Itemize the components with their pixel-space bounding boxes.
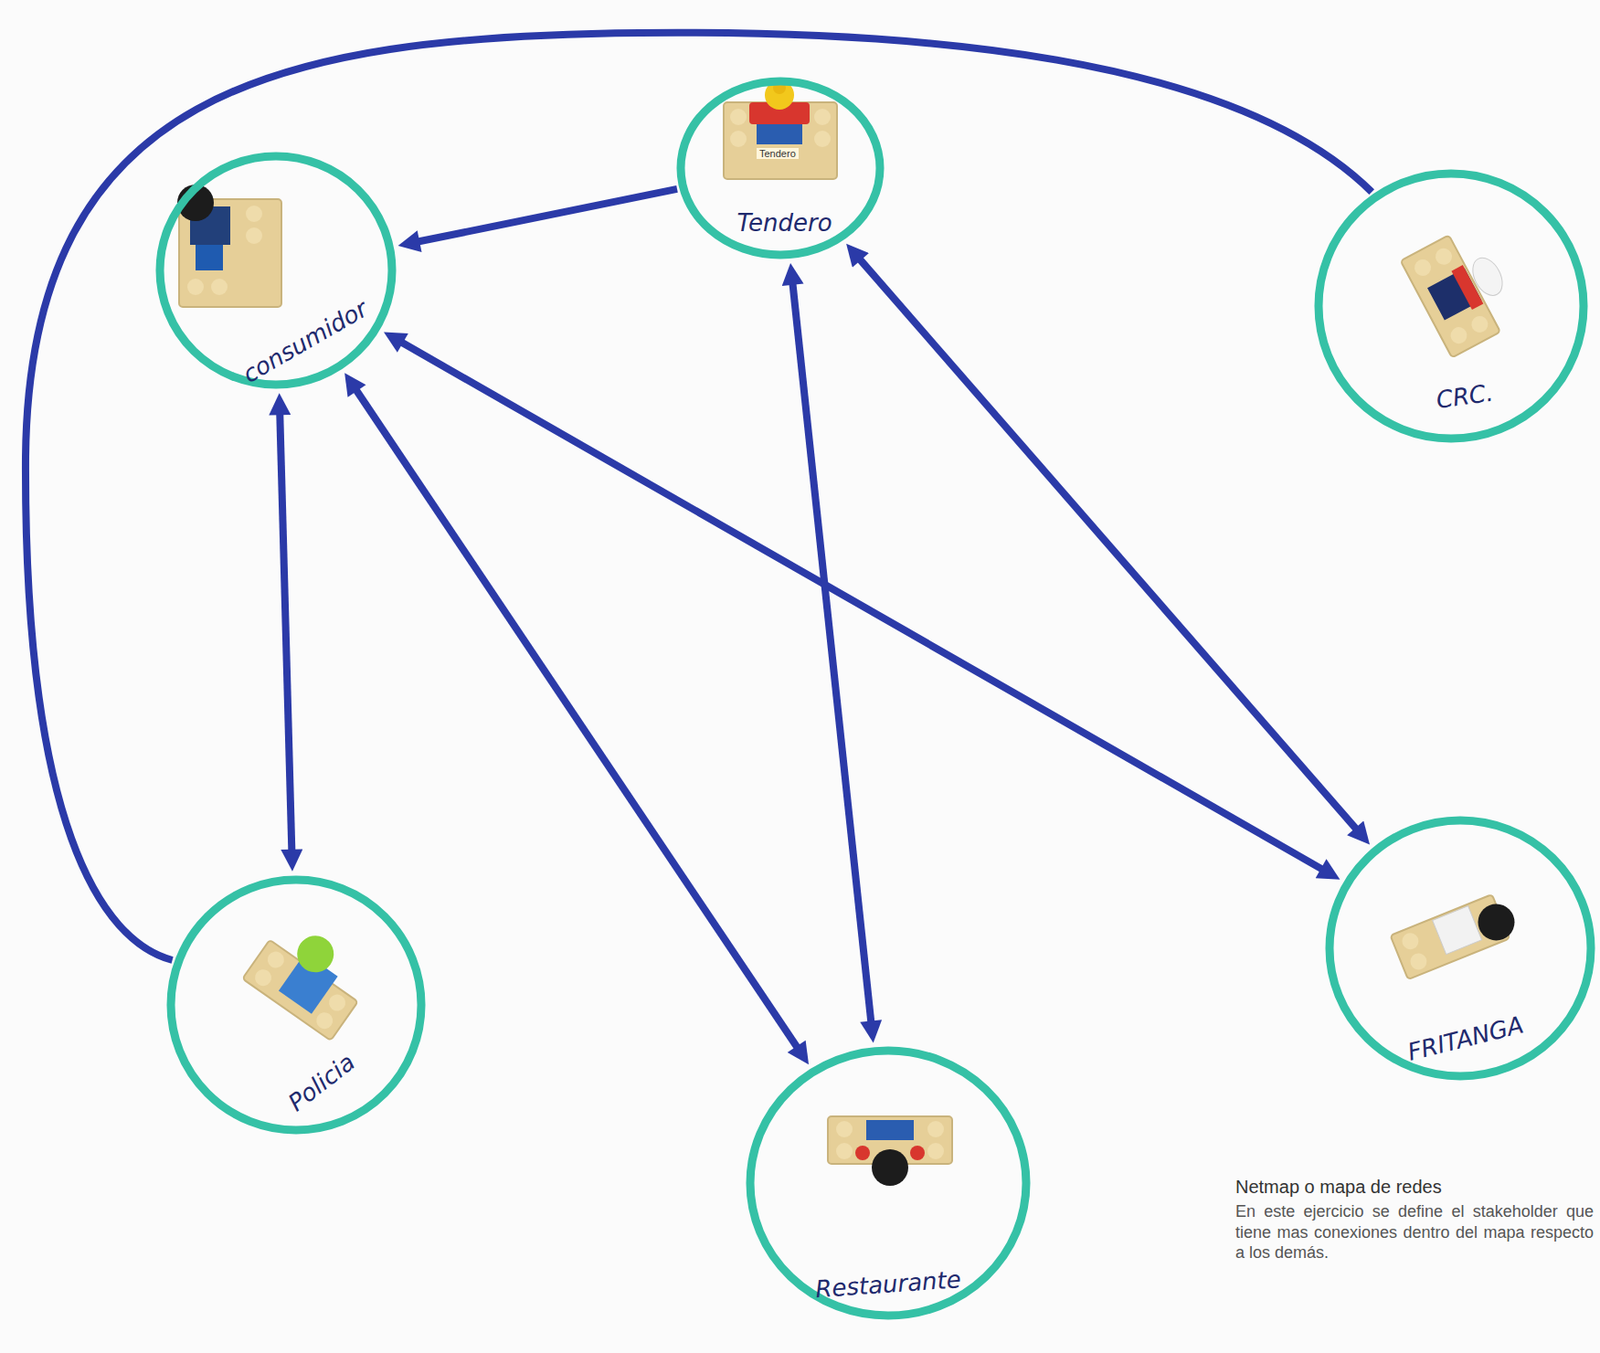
stakeholder-circle: FRITANGA bbox=[1324, 815, 1596, 1081]
stakeholder-circle: CRC. bbox=[1313, 169, 1589, 444]
caption-title: Netmap o mapa de redes bbox=[1235, 1176, 1594, 1198]
lego-fritanga bbox=[1389, 890, 1521, 980]
stakeholder-label: Policia bbox=[284, 1049, 361, 1117]
relation-arrow bbox=[349, 380, 805, 1058]
relation-arrow bbox=[791, 272, 873, 1035]
stakeholder-circle: Tendero bbox=[676, 76, 885, 260]
lego-tendero bbox=[723, 80, 838, 180]
relation-arrow bbox=[391, 336, 1333, 876]
stakeholder-label: Tendero bbox=[736, 210, 832, 237]
lego-crc bbox=[1400, 222, 1526, 358]
relation-arrow bbox=[406, 189, 678, 244]
stakeholder-label: Restaurante bbox=[814, 1266, 962, 1304]
stakeholder-circle: Restaurante bbox=[745, 1046, 1031, 1321]
relation-arrow bbox=[25, 32, 1372, 961]
lego-policia bbox=[242, 912, 377, 1041]
caption-block: Netmap o mapa de redes En este ejercicio … bbox=[1235, 1176, 1594, 1264]
lego-consumidor bbox=[177, 184, 282, 308]
relation-arrow bbox=[851, 250, 1364, 838]
stakeholder-circle: Policia bbox=[166, 875, 426, 1135]
caption-text: En este ejercicio se define el stakehold… bbox=[1235, 1201, 1594, 1264]
stakeholder-label: CRC. bbox=[1434, 379, 1495, 414]
brick-sign: Tendero bbox=[756, 148, 799, 159]
relation-arrow bbox=[279, 402, 293, 863]
stakeholder-label: FRITANGA bbox=[1405, 1011, 1526, 1066]
lego-restaurante bbox=[827, 1116, 953, 1187]
stakeholder-circle: consumidor bbox=[155, 151, 397, 390]
stakeholder-label: consumidor bbox=[238, 296, 372, 389]
